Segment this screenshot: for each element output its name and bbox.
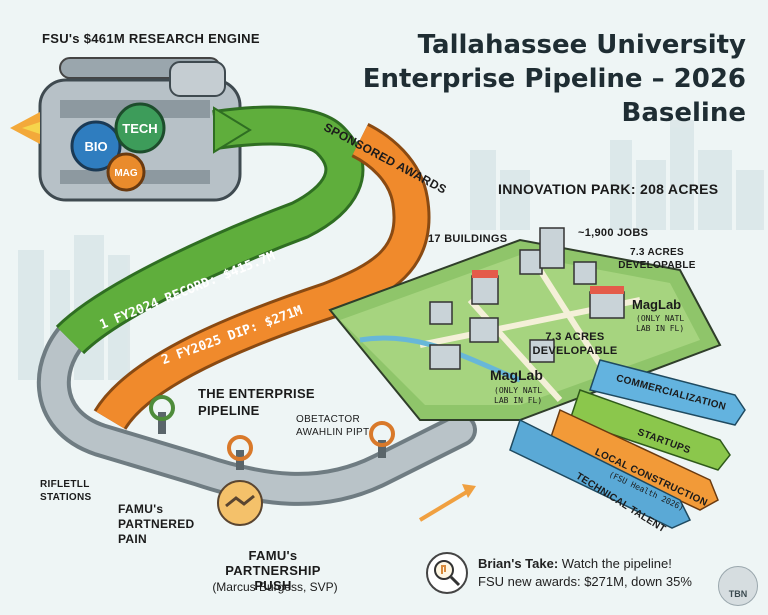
famu-partnered-label: FAMU's PARTNERED PAIN [118,502,195,546]
growth-arrow-icon [418,488,472,522]
stations-label: RIFLETLL STATIONS [40,479,92,503]
park-building [429,301,453,325]
maglab-right-title: MagLab [632,297,682,312]
page-title: Tallahassee University Enterprise Pipeli… [362,30,746,128]
valve-wheel-green [149,395,175,434]
gear-mag-label: MAG [114,168,138,179]
gear-mag [106,152,146,192]
acres-right-label: 7.3 ACRES DEVELOPABLE [618,247,696,271]
jobs-count-label: ~1,900 JOBS [578,227,649,239]
park-building [539,227,565,269]
enterprise-pipeline-label: THE ENTERPRISE PIPELINE [198,386,315,418]
gear-bio-label: BIO [84,139,107,154]
handshake-icon [217,480,263,526]
arrow-technical-talent [509,418,692,529]
brians-take-line2: FSU new awards: $271M, down 35% [478,574,692,589]
engine-label: FSU's $461M RESEARCH ENGINE [42,31,260,46]
gear-tech-label: TECH [122,121,157,136]
park-building [471,270,499,305]
green-flow-arrowhead [213,106,252,154]
magnifier-hand-icon [426,552,468,594]
arrow-commercialization [589,359,746,426]
brians-take-lead: Brian's Take: [478,556,559,571]
gear-bio [70,120,122,172]
famu-push-title: FAMU's PARTNERSHIP PUSH [225,548,321,593]
tbn-logo-text: TBN [728,589,748,599]
park-building [529,339,555,363]
gear-tech [114,102,166,154]
valve-wheel-orange [227,435,253,470]
buildings-count-label: 17 BUILDINGS [428,233,508,245]
innovation-park-title: INNOVATION PARK: 208 ACRES [498,181,719,197]
brians-take-box: Brian's Take: Watch the pipeline! FSU ne… [426,548,726,600]
maglab-center-sub: (ONLY NATL LAB IN FL) [494,386,543,405]
famu-push-subtitle: (Marcus Burgess, SVP) [212,580,338,594]
park-building [573,261,597,285]
tbn-logo: TBN [718,566,758,606]
park-building [469,317,499,343]
park-building [519,249,543,275]
valve-wheel-orange-right [369,421,395,458]
obstacle-label: OBETACTOR AWAHLIN PIPT [296,414,370,438]
park-building [429,344,461,370]
maglab-right-sub: (ONLY NATL LAB IN FL) [636,314,685,333]
maglab-center-title: MagLab [490,367,543,383]
park-building [589,286,625,319]
acres-center-label: 7.3 ACRES DEVELOPABLE [532,331,618,357]
magnifier-glyph [434,560,461,587]
brians-take-text: Brian's Take: Watch the pipeline! FSU ne… [478,555,692,591]
brians-take-line1: Watch the pipeline! [561,556,672,571]
